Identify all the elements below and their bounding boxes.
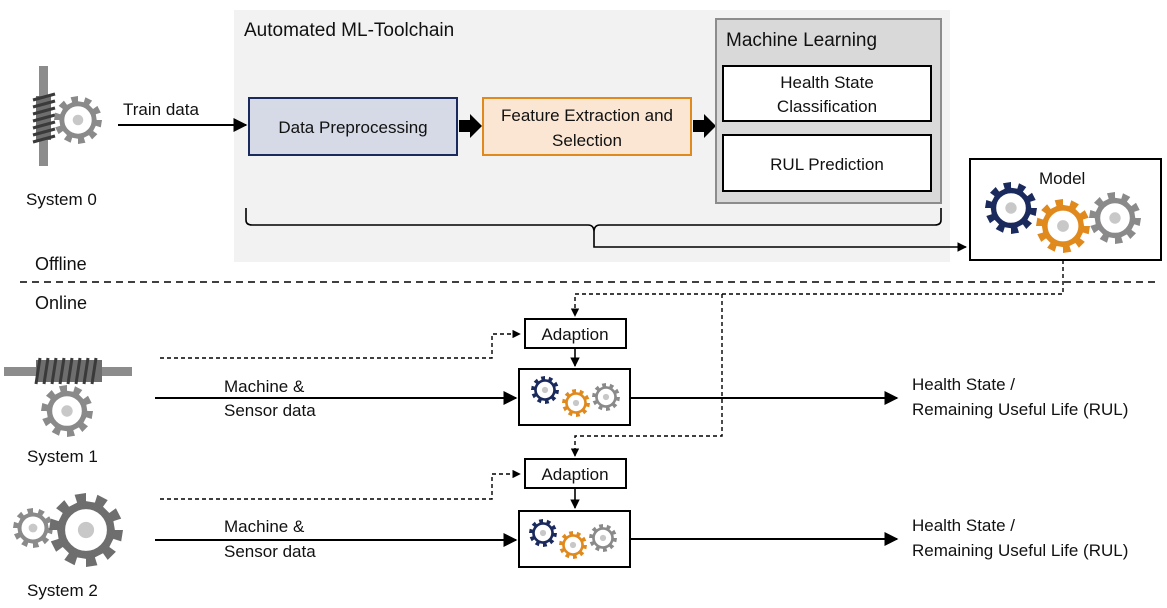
health-state-line2: Classification [777,97,877,116]
system-2-output-line1: Health State / [912,516,1015,535]
gear-pair-icon [13,493,123,567]
adaption-box-1 [524,318,627,349]
system-2-output-line2: Remaining Useful Life (RUL) [912,541,1128,560]
gear-trio-icon [529,519,617,559]
worm-gear-icon [4,357,132,437]
system-1-input-line2: Sensor data [224,401,316,420]
health-state-classification-box [722,65,932,122]
data-preprocessing-label: Data Preprocessing [278,118,427,137]
adaption-label-2: Adaption [541,465,608,484]
brace-to-model-arrow [593,232,967,252]
gear-trio-icon [531,376,620,417]
model-label: Model [1039,169,1085,188]
system-2-to-adaption-line [160,469,521,500]
model-to-adaption-2-line [570,294,723,457]
rul-prediction-box [722,134,932,192]
system-1-label: System 1 [27,447,98,466]
online-label: Online [35,293,87,313]
system-1-input-line1: Machine & [224,377,305,396]
feature-extraction-line2: Selection [552,131,622,150]
offline-label: Offline [35,254,87,274]
model-to-adaption-1-line [570,260,1064,317]
flow-arrow-2 [693,114,716,138]
gear-trio-icon [985,182,1141,253]
machine-learning-title: Machine Learning [726,30,877,51]
system-1-output-line1: Health State / [912,375,1015,394]
worm-gear-icon [32,66,102,166]
system-0-label: System 0 [26,190,97,209]
data-preprocessing-box [248,97,458,156]
feature-extraction-box [482,97,692,156]
system-1-output-line2: Remaining Useful Life (RUL) [912,400,1128,419]
system-2-label: System 2 [27,581,98,600]
system-2-input-line2: Sensor data [224,542,316,561]
system-1-to-adaption-line [160,329,521,359]
rul-prediction-label: RUL Prediction [770,155,884,174]
health-state-line1: Health State [780,73,874,92]
train-data-label: Train data [123,100,199,119]
adaption-box-2 [524,458,627,489]
flow-arrow-1 [459,114,482,138]
feature-extraction-line1: Feature Extraction and [501,106,673,125]
adaption-label-1: Adaption [541,325,608,344]
toolchain-title: Automated ML-Toolchain [244,20,454,41]
system-2-input-line1: Machine & [224,517,305,536]
